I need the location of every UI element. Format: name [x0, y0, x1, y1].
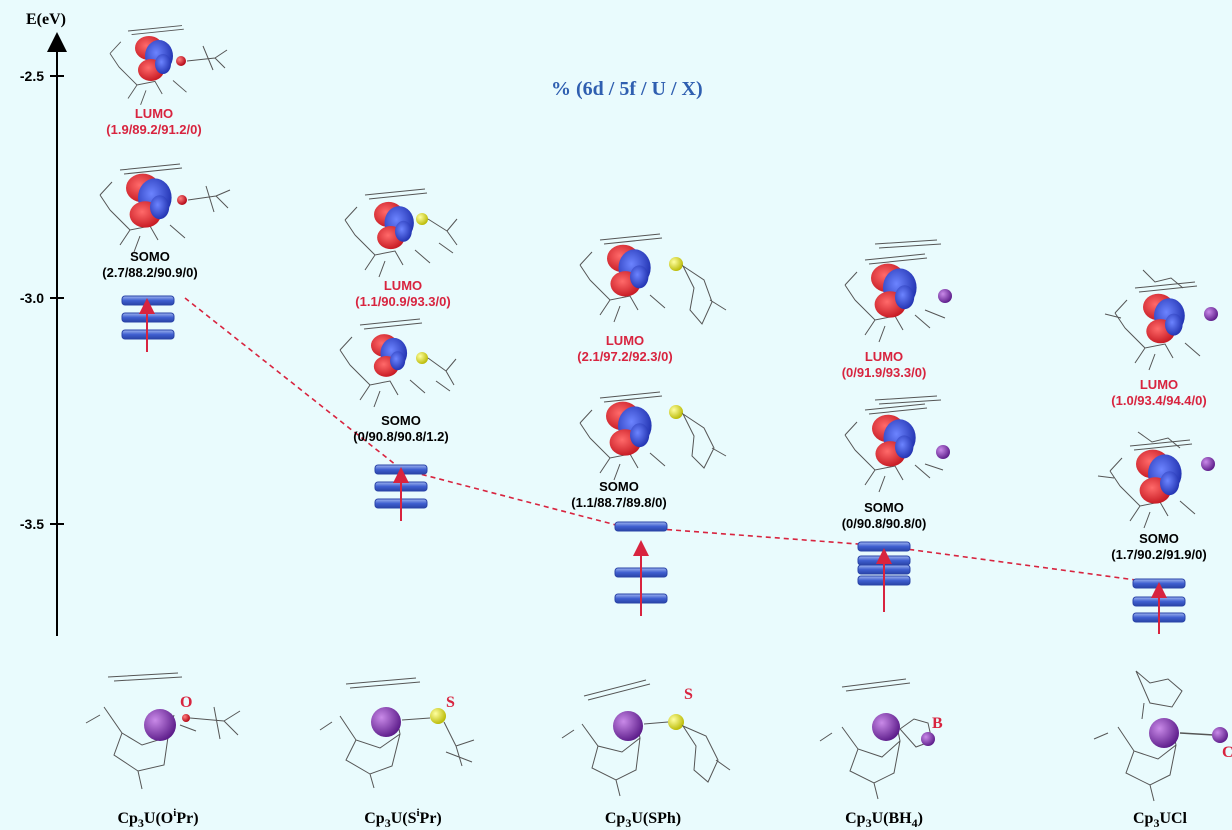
tick-label: -2.5	[20, 68, 44, 84]
somo-orbital-render	[339, 318, 457, 408]
lumo-values: (1.1/90.9/93.3/0)	[355, 294, 450, 309]
energy-level-stack	[857, 541, 911, 612]
compound-column-5: LUMO (1.0/93.4/94.4/0) SOMO (1.7/90.2/91…	[1093, 269, 1232, 830]
molecule-render	[1093, 670, 1228, 802]
energy-level-stack	[614, 521, 668, 616]
lumo-values: (1.0/93.4/94.4/0)	[1111, 393, 1206, 408]
lumo-label: LUMO	[135, 106, 173, 121]
somo-orbital-render	[844, 395, 950, 493]
somo-orbital-render	[99, 163, 231, 253]
hetero-atom-label: C	[1222, 744, 1232, 761]
compound-column-1: LUMO (1.9/89.2/91.2/0) SOMO (2.7/88.2/90…	[85, 25, 241, 830]
lumo-values: (2.1/97.2/92.3/0)	[577, 349, 672, 364]
hetero-atom-label: B	[932, 715, 943, 732]
somo-orbital-render	[1097, 431, 1215, 529]
molecule-render	[319, 677, 475, 789]
somo-connector-line	[184, 297, 1159, 584]
lumo-label: LUMO	[865, 349, 903, 364]
lumo-orbital-render	[109, 25, 228, 106]
energy-level-stack	[121, 295, 175, 352]
lumo-values: (0/91.9/93.3/0)	[842, 365, 927, 380]
somo-level	[857, 541, 911, 552]
lumo-orbital-render	[579, 233, 727, 325]
compound-formula: Cp3U(OiPr)	[117, 807, 198, 830]
somo-label: SOMO	[381, 413, 421, 428]
hetero-atom-label: O	[180, 694, 192, 711]
lumo-values: (1.9/89.2/91.2/0)	[106, 122, 201, 137]
compound-formula: Cp3U(SiPr)	[364, 807, 442, 830]
molecule-render	[85, 672, 241, 790]
tick-label: -3.0	[20, 290, 44, 306]
axis-label: E(eV)	[26, 11, 66, 28]
compound-formula: Cp3UCl	[1133, 810, 1188, 830]
energy-level-stack	[374, 464, 428, 521]
diagram-title: % (6d / 5f / U / X)	[551, 78, 703, 100]
lumo-label: LUMO	[384, 278, 422, 293]
compound-column-4: LUMO (0/91.9/93.3/0) SOMO (0/90.8/90.8/0…	[819, 239, 952, 830]
somo-level	[121, 295, 175, 306]
somo-values: (1.7/90.2/91.9/0)	[1111, 547, 1206, 562]
lumo-label: LUMO	[1140, 377, 1178, 392]
somo-values: (0/90.8/90.8/1.2)	[353, 429, 448, 444]
somo-orbital-render	[579, 391, 727, 481]
compound-column-3: LUMO (2.1/97.2/92.3/0) SOMO (1.1/88.7/89…	[561, 233, 731, 830]
compound-formula: Cp3U(SPh)	[605, 810, 681, 830]
lumo-label: LUMO	[606, 333, 644, 348]
somo-label: SOMO	[130, 249, 170, 264]
somo-label: SOMO	[1139, 531, 1179, 546]
somo-level	[1132, 578, 1186, 589]
energy-axis: E(eV) -2.5 -3.0 -3.5	[20, 11, 67, 636]
lumo-orbital-render	[344, 188, 458, 278]
hetero-atom-label: S	[684, 686, 693, 703]
lumo-orbital-render	[1104, 269, 1218, 371]
somo-values: (1.1/88.7/89.8/0)	[571, 495, 666, 510]
somo-label: SOMO	[864, 500, 904, 515]
somo-values: (0/90.8/90.8/0)	[842, 516, 927, 531]
somo-label: SOMO	[599, 479, 639, 494]
molecule-render	[819, 678, 935, 800]
tick-label: -3.5	[20, 516, 44, 532]
somo-level	[374, 464, 428, 475]
somo-level	[614, 521, 668, 532]
molecule-render	[561, 679, 731, 797]
energy-level-stack	[1132, 578, 1186, 634]
lumo-orbital-render	[844, 239, 952, 343]
hetero-atom-label: S	[446, 694, 455, 711]
compound-formula: Cp3U(BH4)	[845, 810, 923, 830]
somo-values: (2.7/88.2/90.9/0)	[102, 265, 197, 280]
compound-column-2: LUMO (1.1/90.9/93.3/0) SOMO (0/90.8/90.8…	[319, 188, 475, 830]
